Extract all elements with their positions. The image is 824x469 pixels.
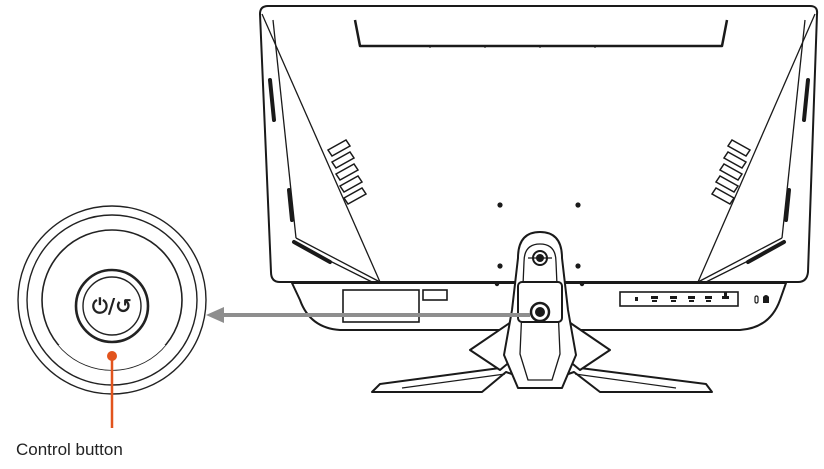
edge-accents [268, 78, 810, 264]
io-port-strip [619, 291, 769, 307]
label-plate [342, 289, 448, 323]
vent-left [326, 139, 368, 205]
stand [371, 231, 713, 393]
monitor-housing-outline [259, 5, 819, 283]
pointer-arrow [206, 307, 530, 323]
monitor-bottom-bezel [291, 282, 787, 331]
top-slot [353, 19, 729, 48]
mount-holes [494, 202, 585, 287]
callout-dot [107, 351, 117, 361]
power-icon: ⏻/↺ [92, 294, 132, 318]
control-button-label: Control button [16, 440, 123, 459]
callout-magnifier: ⏻/↺ [17, 205, 207, 395]
vent-right [710, 139, 752, 205]
arrow-left-icon [206, 307, 224, 323]
control-button-magnified[interactable]: ⏻/↺ [74, 268, 150, 344]
monitor-rear [259, 5, 819, 331]
